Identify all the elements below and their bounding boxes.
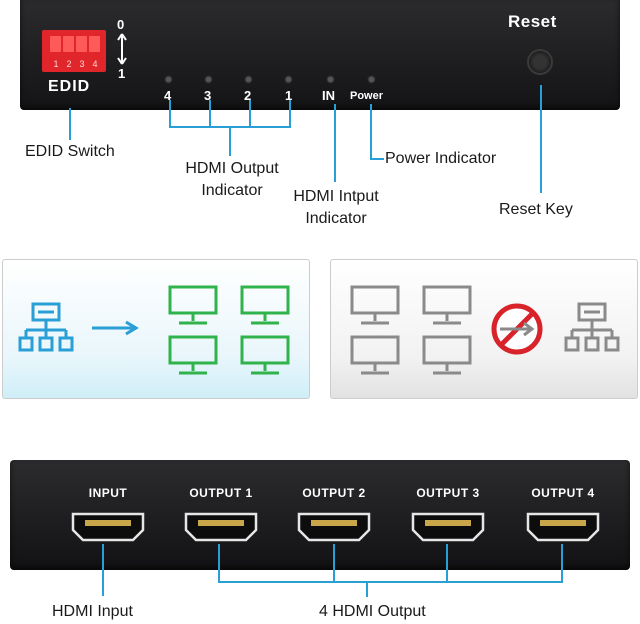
hdmi-output-1-port[interactable] [184,512,258,542]
reset-label: Reset [508,12,557,31]
output-led-label-3: 3 [204,88,212,103]
output-3-led [206,77,211,82]
port-label-output-4: OUTPUT 4 [531,486,595,500]
monitor-icon [422,335,472,375]
reset-key-callout: Reset Key [499,201,573,218]
callout-line [229,126,231,156]
monitor-icon [240,335,290,375]
callout-line [540,85,542,193]
port-label-input: INPUT [88,486,128,500]
hdmi-output-indicator-callout-line2: Indicator [201,182,263,199]
callout-line [249,100,251,127]
callout-line [218,581,563,583]
dip-number: 1 [53,59,59,69]
reset-button[interactable] [529,51,551,73]
monitor-icon [350,335,400,375]
in-label: IN [322,88,335,103]
dip-switch-4[interactable] [89,36,100,52]
callout-line [209,100,211,127]
hdmi-input-callout: HDMI Input [52,603,133,620]
monitor-icon [168,335,218,375]
callout-line [169,100,171,127]
monitor-icon [240,285,290,325]
callout-line [289,100,291,127]
input-led [328,77,333,82]
output-4-led [166,77,171,82]
monitor-icon [422,285,472,325]
output-led-label-4: 4 [164,88,172,103]
power-indicator-callout: Power Indicator [385,150,497,167]
front-panel [20,0,620,110]
edid-dip-switch[interactable]: 1 2 3 4 [42,30,106,72]
switch-direction-arrow-icon [117,33,127,65]
port-label-output-3: OUTPUT 3 [416,486,480,500]
edid-switch-callout: EDID Switch [25,143,115,160]
hdmi-input-indicator-callout-line1: HDMI Intput [293,188,379,205]
monitor-icon [350,285,400,325]
dip-number: 3 [79,59,85,69]
hdmi-output-callout: 4 HDMI Output [319,603,426,620]
callout-line [102,544,104,596]
port-label-output-1: OUTPUT 1 [189,486,253,500]
callout-line [334,104,336,182]
dip-number: 2 [66,59,72,69]
dip-switch-3[interactable] [76,36,87,52]
output-led-label-1: 1 [285,88,293,103]
output-led-label-2: 2 [244,88,252,103]
hdmi-output-3-port[interactable] [411,512,485,542]
callout-line [333,544,335,582]
callout-line [366,581,368,597]
output-2-led [246,77,251,82]
power-led [369,77,374,82]
callout-line [561,544,563,582]
callout-line [370,104,372,159]
hdmi-input-port[interactable] [71,512,145,542]
arrow-right-icon [92,320,139,336]
switch-position-1: 1 [118,66,126,81]
no-entry-icon [491,303,543,355]
callout-line [69,108,71,140]
monitor-icon [168,285,218,325]
network-source-icon [18,302,74,352]
network-source-icon [564,302,620,352]
switch-position-0: 0 [117,17,125,32]
dip-number: 4 [92,59,98,69]
power-label: Power [350,90,384,102]
dip-switch-1[interactable] [50,36,61,52]
callout-line [446,544,448,582]
callout-line [218,544,220,582]
output-1-led [286,77,291,82]
port-label-output-2: OUTPUT 2 [302,486,366,500]
hdmi-output-indicator-callout-line1: HDMI Output [185,160,279,177]
hdmi-input-indicator-callout-line2: Indicator [305,210,367,227]
hdmi-output-2-port[interactable] [297,512,371,542]
callout-line [370,158,384,160]
hdmi-output-4-port[interactable] [526,512,600,542]
edid-label: EDID [48,78,91,95]
dip-switch-2[interactable] [63,36,74,52]
